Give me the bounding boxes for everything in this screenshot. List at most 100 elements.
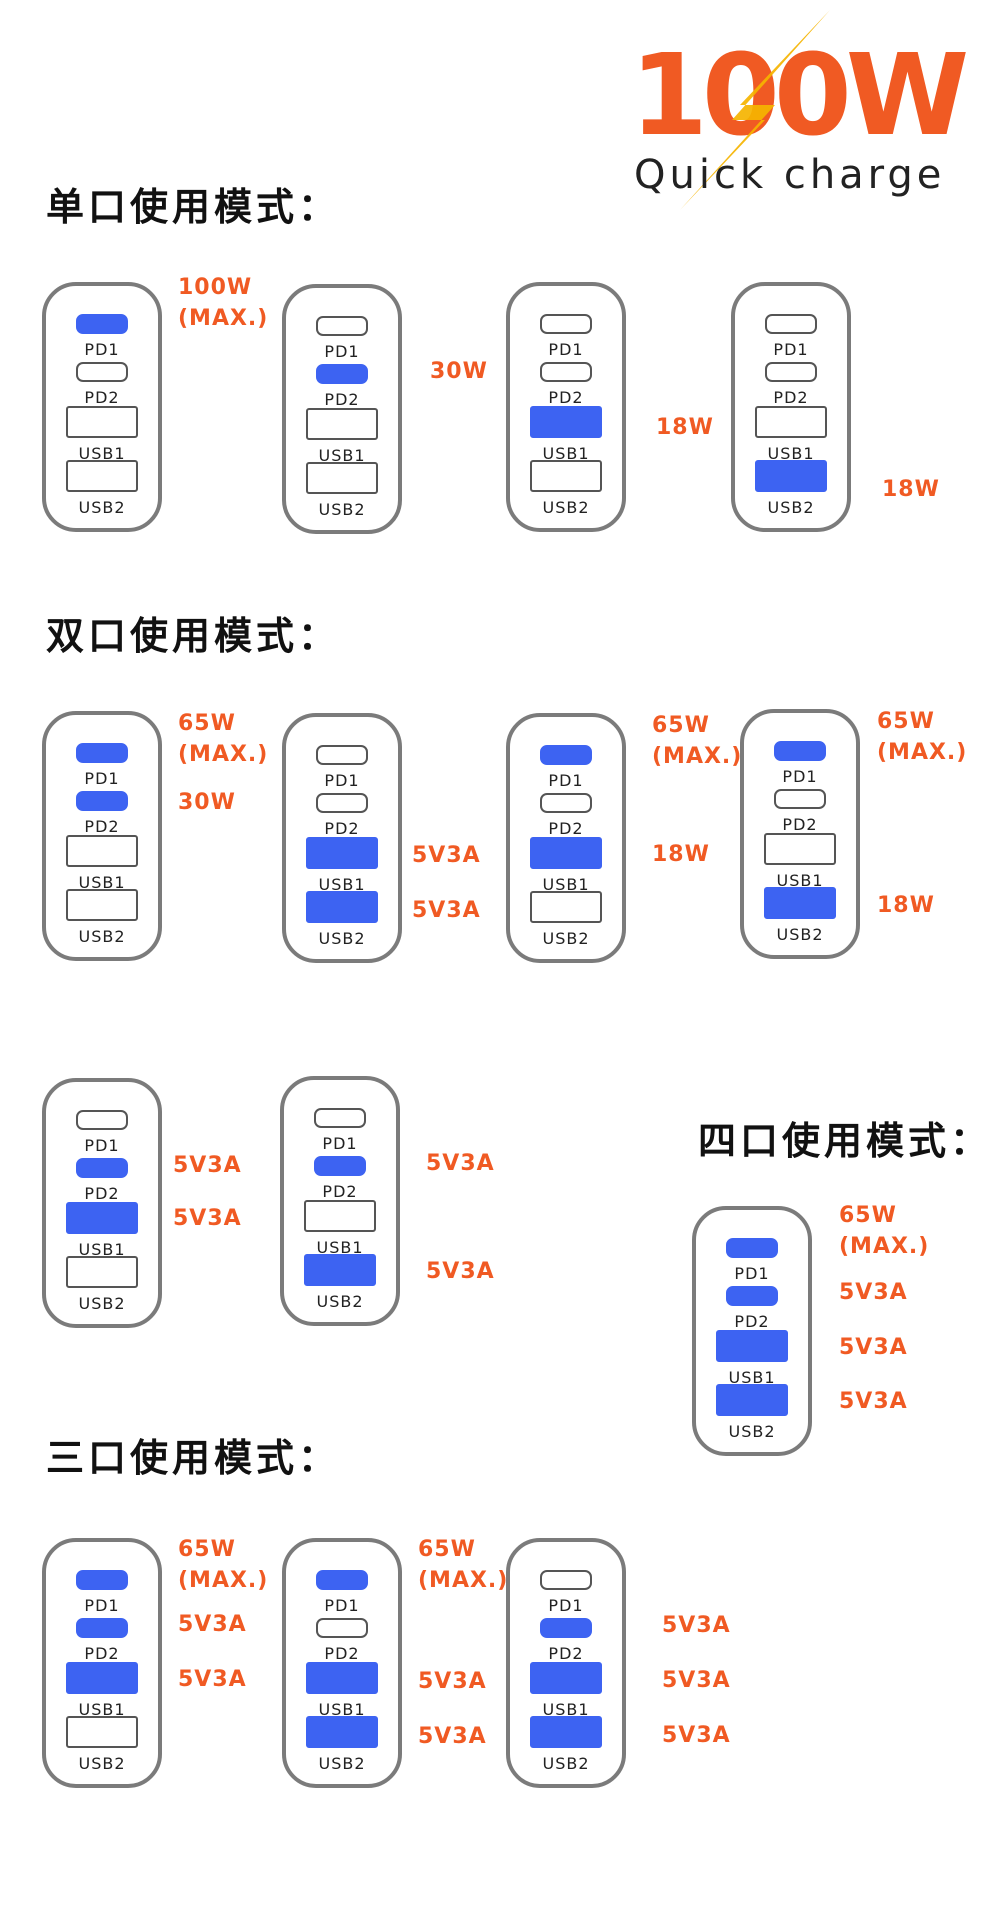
power-label: 5V3A	[418, 1721, 487, 1752]
pd2-label: PD2	[782, 815, 818, 834]
power-value: 5V3A	[839, 1335, 908, 1360]
pd2-port-active	[76, 1158, 128, 1178]
pd2-label: PD2	[84, 1644, 120, 1663]
pd1-label: PD1	[324, 342, 360, 361]
power-label: 18W	[877, 890, 935, 921]
power-value: 65W	[178, 1537, 236, 1562]
pd2-port-active	[540, 1618, 592, 1638]
usb1-port-idle	[66, 835, 138, 867]
pd1-port-active	[76, 743, 128, 763]
power-value: 5V3A	[412, 843, 481, 868]
power-label: 30W	[430, 356, 488, 387]
power-label: 5V3A	[178, 1609, 247, 1640]
power-label: 5V3A	[839, 1332, 908, 1363]
usb2-port-active	[764, 887, 836, 919]
power-value: 5V3A	[173, 1153, 242, 1178]
power-max-note: (MAX.)	[178, 1568, 269, 1593]
pd1-port-idle	[76, 1110, 128, 1130]
power-value: 5V3A	[426, 1259, 495, 1284]
usb1-label: USB1	[542, 875, 590, 894]
pd2-port-active	[76, 791, 128, 811]
power-label: 30W	[178, 787, 236, 818]
pd1-label: PD1	[84, 1596, 120, 1615]
pd2-port-idle	[774, 789, 826, 809]
pd2-port-active	[314, 1156, 366, 1176]
usb2-label: USB2	[78, 1294, 126, 1313]
usb1-port-active	[306, 1662, 378, 1694]
usb2-label: USB2	[767, 498, 815, 517]
power-label: 18W	[652, 839, 710, 870]
pd2-label: PD2	[548, 388, 584, 407]
usb2-port-idle	[66, 460, 138, 492]
power-value: 5V3A	[662, 1668, 731, 1693]
usb1-label: USB1	[78, 1240, 126, 1259]
usb1-label: USB1	[316, 1238, 364, 1257]
usb2-label: USB2	[78, 498, 126, 517]
power-value: 100W	[178, 275, 253, 300]
power-value: 65W	[652, 713, 710, 738]
power-value: 65W	[178, 711, 236, 736]
pd1-label: PD1	[782, 767, 818, 786]
power-label: 5V3A	[173, 1203, 242, 1234]
power-label: 65W(MAX.)	[178, 708, 268, 770]
usb2-port-idle	[530, 891, 602, 923]
power-label: 5V3A	[412, 840, 481, 871]
pd2-port-idle	[540, 362, 592, 382]
power-value: 18W	[652, 842, 710, 867]
pd2-label: PD2	[548, 819, 584, 838]
pd1-label: PD1	[548, 340, 584, 359]
power-value: 65W	[877, 709, 935, 734]
power-value: 18W	[877, 893, 935, 918]
usb2-port-active	[306, 891, 378, 923]
power-max-note: (MAX.)	[418, 1568, 509, 1593]
usb1-port-active	[306, 837, 378, 869]
power-label: 100W(MAX.)	[178, 272, 268, 334]
usb1-label: USB1	[767, 444, 815, 463]
logo-title: 100W	[630, 31, 969, 161]
usb2-port-active	[716, 1384, 788, 1416]
power-value: 30W	[430, 359, 488, 384]
usb1-label: USB1	[776, 871, 824, 890]
pd1-label: PD1	[548, 771, 584, 790]
pd1-label: PD1	[734, 1264, 770, 1283]
pd2-label: PD2	[324, 1644, 360, 1663]
pd1-label: PD1	[548, 1596, 584, 1615]
pd1-port-idle	[540, 1570, 592, 1590]
power-label: 5V3A	[839, 1386, 908, 1417]
power-label: 5V3A	[839, 1277, 908, 1308]
pd2-label: PD2	[322, 1182, 358, 1201]
pd1-label: PD1	[84, 1136, 120, 1155]
section-title-single-port: 单口使用模式：	[46, 185, 341, 229]
power-label: 5V3A	[662, 1665, 731, 1696]
pd2-port-idle	[540, 793, 592, 813]
usb2-port-active	[755, 460, 827, 492]
usb2-port-idle	[66, 889, 138, 921]
usb1-label: USB1	[542, 444, 590, 463]
power-value: 5V3A	[418, 1669, 487, 1694]
usb2-port-idle	[66, 1716, 138, 1748]
usb1-label: USB1	[318, 1700, 366, 1719]
usb1-port-idle	[755, 406, 827, 438]
usb2-port-idle	[66, 1256, 138, 1288]
usb1-label: USB1	[78, 873, 126, 892]
pd1-port-idle	[316, 745, 368, 765]
lightning-bolt-icon	[680, 10, 830, 210]
pd1-port-active	[76, 1570, 128, 1590]
power-label: 18W	[656, 412, 714, 443]
power-label: 65W(MAX.)	[418, 1534, 508, 1596]
section-title-quad-port: 四口使用模式：	[698, 1119, 993, 1163]
pd1-label: PD1	[84, 340, 120, 359]
pd1-port-active	[540, 745, 592, 765]
power-max-note: (MAX.)	[839, 1234, 930, 1259]
usb2-label: USB2	[728, 1422, 776, 1441]
power-label: 5V3A	[426, 1148, 495, 1179]
usb2-label: USB2	[542, 929, 590, 948]
usb2-label: USB2	[542, 1754, 590, 1773]
